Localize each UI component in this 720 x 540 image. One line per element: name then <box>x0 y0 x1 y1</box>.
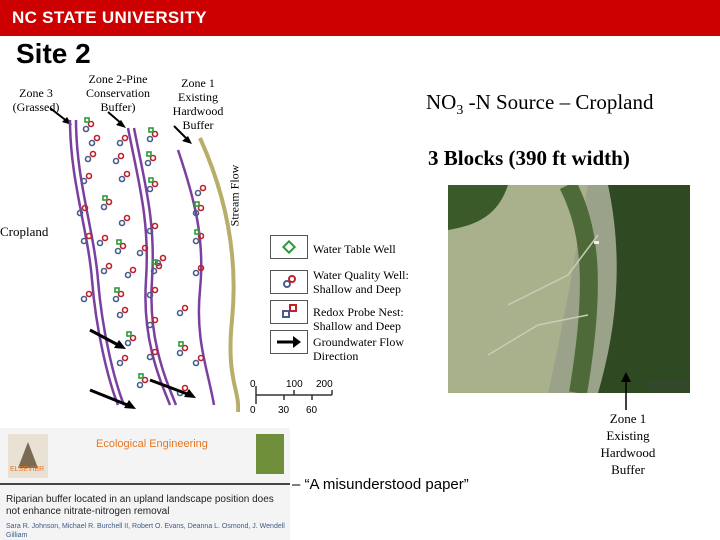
scale-feet-200: 200 <box>316 379 333 390</box>
slide-title: Site 2 <box>16 38 91 69</box>
groundwater-flow-arrows <box>89 328 196 409</box>
source-heading: NO3 -N Source – Cropland <box>426 90 653 119</box>
legend-water-table-well-label: Water Table Well <box>313 242 396 256</box>
well-marker <box>192 354 205 367</box>
well-marker <box>88 134 101 147</box>
well-marker <box>146 316 159 329</box>
well-marker <box>124 331 137 347</box>
well-marker <box>82 117 95 133</box>
zone2-boundary-line-2 <box>132 127 178 406</box>
site-map <box>49 107 240 413</box>
zone1-label: Zone 1 Existing Hardwood Buffer <box>172 76 224 132</box>
water-table-well-icon <box>281 239 297 255</box>
scale-meters-30: 30 <box>278 405 290 416</box>
well-marker <box>84 150 97 163</box>
well-marker <box>116 306 129 319</box>
blocks-heading: 3 Blocks (390 ft width) <box>428 146 630 170</box>
legend-groundwater-flow-label: Groundwater Flow Direction <box>313 335 404 363</box>
paper-quote: – “A misunderstood paper” <box>292 476 469 493</box>
paper-authors: Sara R. Johnson, Michael R. Burchell II,… <box>6 523 285 539</box>
well-marker <box>112 287 125 303</box>
legend-water-table-well-box <box>270 235 308 259</box>
legend-redox-probe-box <box>270 300 308 324</box>
well-marker <box>100 195 113 211</box>
well-marker <box>114 239 127 255</box>
university-banner: NC STATE UNIVERSITY <box>0 0 720 36</box>
well-marker <box>118 170 131 183</box>
well-marker <box>116 354 129 367</box>
well-marker <box>80 290 93 303</box>
zone1-boundary-line <box>176 149 216 406</box>
well-marker <box>100 262 113 275</box>
stream-channel <box>198 137 240 413</box>
paper-title[interactable]: Riparian buffer located in an upland lan… <box>6 494 274 517</box>
well-marker <box>80 232 93 245</box>
scale-meters-60: 60 <box>306 405 318 416</box>
well-marker <box>76 204 89 217</box>
redox-probe-nest-icon <box>282 304 297 318</box>
journal-name: Ecological Engineering <box>96 438 208 450</box>
well-marker <box>146 286 159 299</box>
zone2-boundary-line <box>126 127 172 406</box>
scale-meters-0: 0 <box>250 405 256 416</box>
cropland-label: Cropland <box>0 224 49 239</box>
well-marker <box>176 341 189 357</box>
legend-water-quality-well-label: Water Quality Well: Shallow and Deep <box>313 268 409 296</box>
well-marker <box>146 348 159 361</box>
scale-bar: 0 100 200 0 30 60 <box>250 379 333 416</box>
banner-title: NC STATE UNIVERSITY <box>12 8 207 27</box>
well-marker <box>112 152 125 165</box>
zone3-label: Zone 3 (Grassed) <box>12 86 60 114</box>
water-quality-well-icon <box>283 275 296 288</box>
well-marker <box>154 254 167 267</box>
source-heading-subscript: 3 <box>456 103 464 119</box>
well-marker <box>96 234 109 247</box>
well-marker <box>144 151 157 167</box>
well-marker <box>150 259 163 275</box>
zone1-callout-label: Zone 1 Existing Hardwood Buffer <box>600 411 656 477</box>
well-marker <box>146 127 159 143</box>
well-marker <box>118 214 131 227</box>
well-marker <box>136 373 149 389</box>
well-marker <box>192 264 205 277</box>
groundwater-flow-arrow-icon <box>277 336 301 348</box>
legend-redox-probe-label: Redox Probe Nest: Shallow and Deep <box>313 305 404 333</box>
zone3-boundary-line <box>68 119 120 406</box>
well-marker <box>194 184 207 197</box>
well-marker <box>192 201 205 217</box>
well-marker <box>124 266 137 279</box>
zone2-label: Zone 2-Pine Conservation Buffer) <box>86 72 150 114</box>
scale-feet-0: 0 <box>250 379 256 390</box>
aerial-photo <box>448 185 690 393</box>
well-marker <box>146 177 159 193</box>
zone1-callout-arrow-icon <box>621 372 631 410</box>
publisher-name: ELSEVIER <box>10 466 45 473</box>
well-marker <box>176 304 189 317</box>
scale-feet-100: 100 <box>286 379 303 390</box>
well-marker <box>192 229 205 245</box>
legend-groundwater-flow-box <box>270 330 308 354</box>
well-marker <box>136 244 149 257</box>
source-heading-suffix: -N Source – Cropland <box>463 90 654 114</box>
paper-thumbnail: ELSEVIER Ecological Engineering Riparian… <box>0 428 290 540</box>
well-marker <box>80 172 93 185</box>
zone3-boundary-line-2 <box>74 119 126 406</box>
source-heading-prefix: NO <box>426 90 457 114</box>
legend-water-quality-well-box <box>270 270 308 294</box>
well-marker <box>146 222 159 235</box>
well-marker <box>116 134 129 147</box>
